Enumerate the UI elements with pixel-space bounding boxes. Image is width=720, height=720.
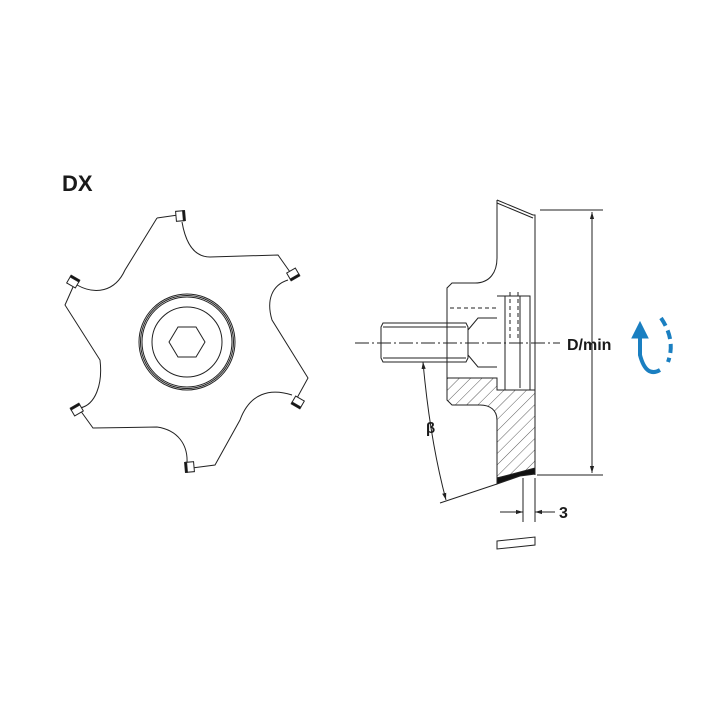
cutter-front-view [64,210,309,473]
hex-socket [168,326,206,358]
shaft [380,322,469,363]
cutter-outline [64,214,309,469]
rotation-direction-arrow-icon [631,316,673,375]
plate [446,199,536,484]
hatched-section [446,377,536,479]
drawing-title: DX [62,171,93,196]
angle-arc [421,361,447,501]
hub-ring [151,306,223,378]
cutting-inserts [65,210,306,473]
width-label: 3 [559,505,568,522]
insert-detail [496,536,536,550]
angle-label: β [426,420,435,437]
cutter-side-view [355,199,603,550]
diameter-label: D/min [567,337,611,354]
